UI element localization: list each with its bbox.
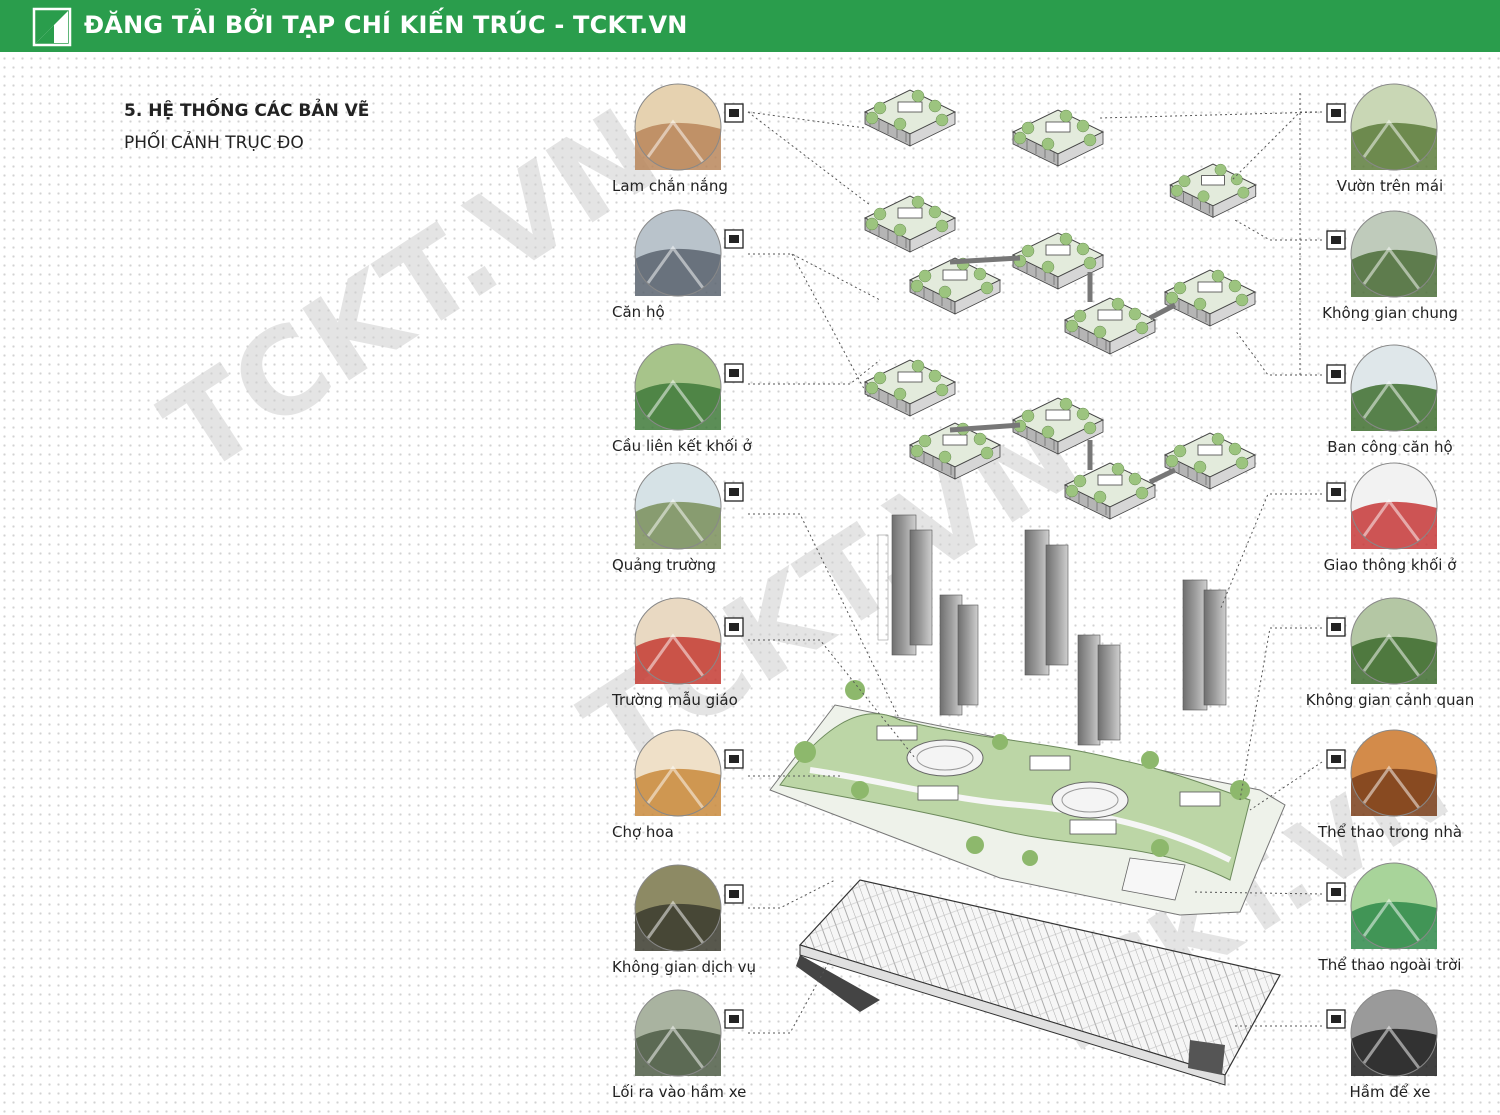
photo-running: [1350, 862, 1438, 950]
photo-fountain: [1350, 597, 1438, 685]
photo-house: [634, 209, 722, 297]
swimming-icon: [1326, 749, 1346, 769]
photo-school: [634, 597, 722, 685]
leader-lines: [747, 90, 1323, 1034]
tckt-logo-icon: [32, 7, 72, 47]
photo-pavilion: [1350, 210, 1438, 298]
callout-label: Trường mẫu giáo: [612, 691, 738, 709]
podium-landscape: [769, 680, 1286, 916]
callout-label: Không gian cảnh quan: [1305, 691, 1475, 709]
callout-label: Giao thông khối ở: [1323, 556, 1457, 574]
residential-block: [1063, 297, 1157, 355]
callout-label: Chợ hoa: [612, 823, 674, 841]
callout-label: Cầu liên kết khối ở: [612, 437, 752, 455]
callout-label: Lối ra vào hầm xe: [612, 1083, 747, 1101]
photo-roof-garden: [1350, 83, 1438, 171]
parking-icon: [724, 1009, 744, 1029]
residential-block: [863, 195, 957, 253]
callout-label: Hầm để xe: [1349, 1083, 1431, 1101]
residential-block: [908, 422, 1002, 480]
photo-market: [634, 729, 722, 817]
residential-block: [908, 257, 1002, 315]
photo-service: [634, 864, 722, 952]
residential-block: [863, 359, 957, 417]
tree-icon: [724, 363, 744, 383]
callout-label: Ban công căn hộ: [1327, 438, 1453, 456]
roof-garden-icon: [1326, 103, 1346, 123]
section-subtitle: PHỐI CẢNH TRỤC ĐO: [124, 133, 304, 153]
tower-cores: [877, 514, 1227, 746]
residential-clusters: [863, 89, 1257, 520]
callout-label: Không gian dịch vụ: [612, 958, 757, 976]
school-icon: [724, 617, 744, 637]
residential-block: [1169, 163, 1257, 218]
callout-label: Lam chắn nắng: [612, 177, 728, 195]
service-icon: [724, 884, 744, 904]
residential-block: [1011, 232, 1105, 290]
residential-block: [863, 89, 957, 147]
market-icon: [724, 749, 744, 769]
pavilion-icon: [1326, 230, 1346, 250]
banner-title: ĐĂNG TẢI BỞI TẠP CHÍ KIẾN TRÚC - TCKT.VN: [84, 11, 688, 39]
photo-car: [1350, 989, 1438, 1077]
photo-sun-shade: [634, 83, 722, 171]
running-icon: [1326, 882, 1346, 902]
callout-label: Quảng trường: [612, 556, 717, 574]
residential-block: [1063, 462, 1157, 520]
photo-swimming: [1350, 729, 1438, 817]
circulation-icon: [1326, 482, 1346, 502]
photo-tree: [634, 343, 722, 431]
house-icon: [724, 229, 744, 249]
balcony-tree-icon: [1326, 364, 1346, 384]
callout-label: Vườn trên mái: [1336, 177, 1444, 195]
plaza-icon: [724, 482, 744, 502]
callout-label: Thể thao trong nhà: [1317, 823, 1463, 841]
photo-circulation: [1350, 462, 1438, 550]
basement-parking: [796, 879, 1281, 1086]
residential-block: [1163, 269, 1257, 327]
callout-label: Căn hộ: [612, 303, 665, 321]
section-title: 5. HỆ THỐNG CÁC BẢN VẼ: [124, 101, 370, 121]
residential-block: [1011, 397, 1105, 455]
residential-block: [1011, 109, 1105, 167]
photo-parking: [634, 989, 722, 1077]
car-icon: [1326, 1009, 1346, 1029]
header-banner: ĐĂNG TẢI BỞI TẠP CHÍ KIẾN TRÚC - TCKT.VN: [0, 0, 1500, 52]
fountain-icon: [1326, 617, 1346, 637]
photo-balcony-tree: [1350, 344, 1438, 432]
sun-shade-icon: [724, 103, 744, 123]
callout-label: Không gian chung: [1322, 304, 1458, 322]
callout-label: Thể thao ngoài trời: [1318, 956, 1462, 974]
residential-block: [1163, 432, 1257, 490]
photo-plaza: [634, 462, 722, 550]
